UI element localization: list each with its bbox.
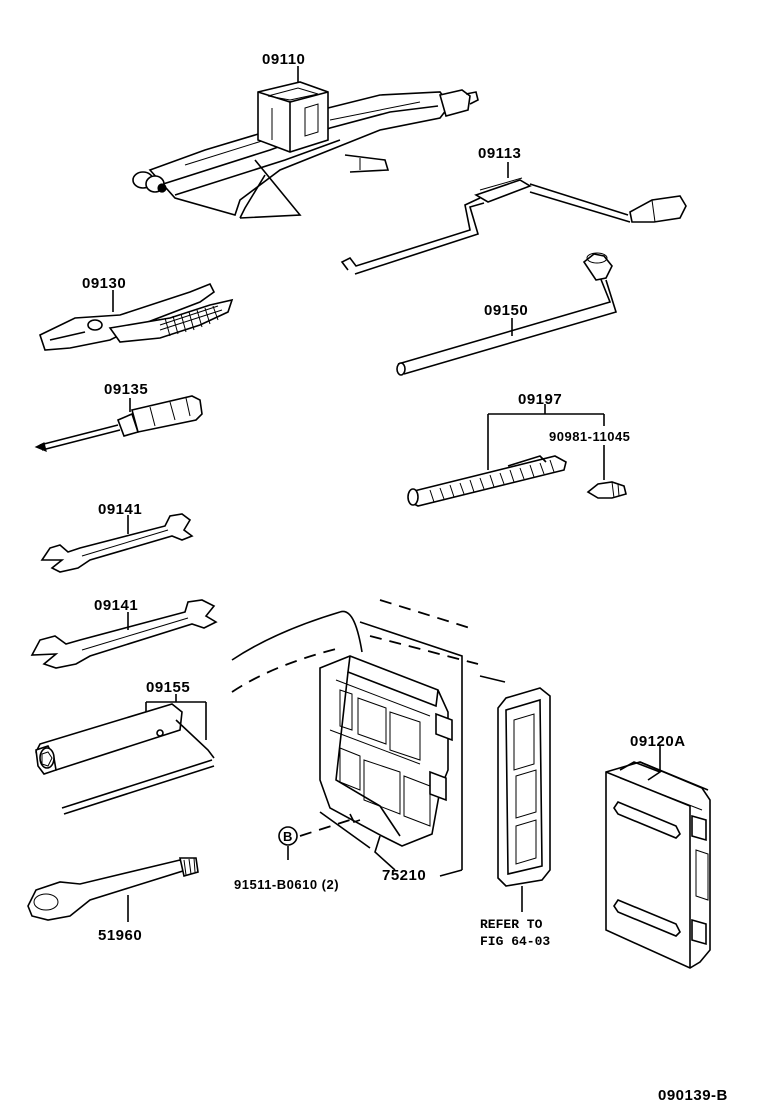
tool-bag-drawing (605, 746, 711, 969)
pliers-grip-hatch (164, 305, 219, 337)
label-valve-core: 90981-11045 (549, 429, 630, 444)
label-bolt-marker: B (283, 829, 293, 844)
label-plug-wrench: 09155 (146, 679, 190, 696)
label-tool-box: 75210 (382, 867, 426, 884)
diagram-id: 090139-B (658, 1087, 728, 1104)
label-tire-gauge: 09197 (518, 391, 562, 408)
gauge-grip-hatch (429, 459, 555, 503)
wrench-2-drawing (30, 599, 218, 669)
tool-tray-drawing (497, 687, 551, 912)
label-screwdriver: 09135 (104, 381, 148, 398)
wrench-1-drawing (40, 513, 194, 573)
reference-line-2: FIG 64-03 (480, 934, 550, 949)
plug-wrench-drawing (35, 694, 215, 815)
label-tool-bag: 09120A (630, 733, 686, 750)
jack-handle-drawing (340, 162, 687, 275)
screwdriver-drawing (34, 395, 203, 452)
label-wrench-2: 09141 (94, 597, 138, 614)
label-jack-handle: 09113 (478, 145, 521, 162)
label-wrench-1: 09141 (98, 501, 142, 518)
jack-drawing (132, 66, 479, 219)
label-towing-eye: 51960 (98, 927, 142, 944)
label-wheel-nut-wrench: 09150 (484, 302, 528, 319)
label-pliers: 09130 (82, 275, 126, 292)
label-jack: 09110 (262, 51, 305, 68)
reference-line-1: REFER TO (480, 917, 543, 932)
towing-eye-drawing (27, 857, 199, 922)
label-bolt: 91511-B0610 (2) (234, 877, 339, 892)
tire-gauge-drawing (407, 404, 627, 507)
wheel-nut-wrench-drawing (396, 252, 618, 376)
pliers-drawing (39, 282, 234, 351)
tool-box-drawing (231, 599, 506, 877)
